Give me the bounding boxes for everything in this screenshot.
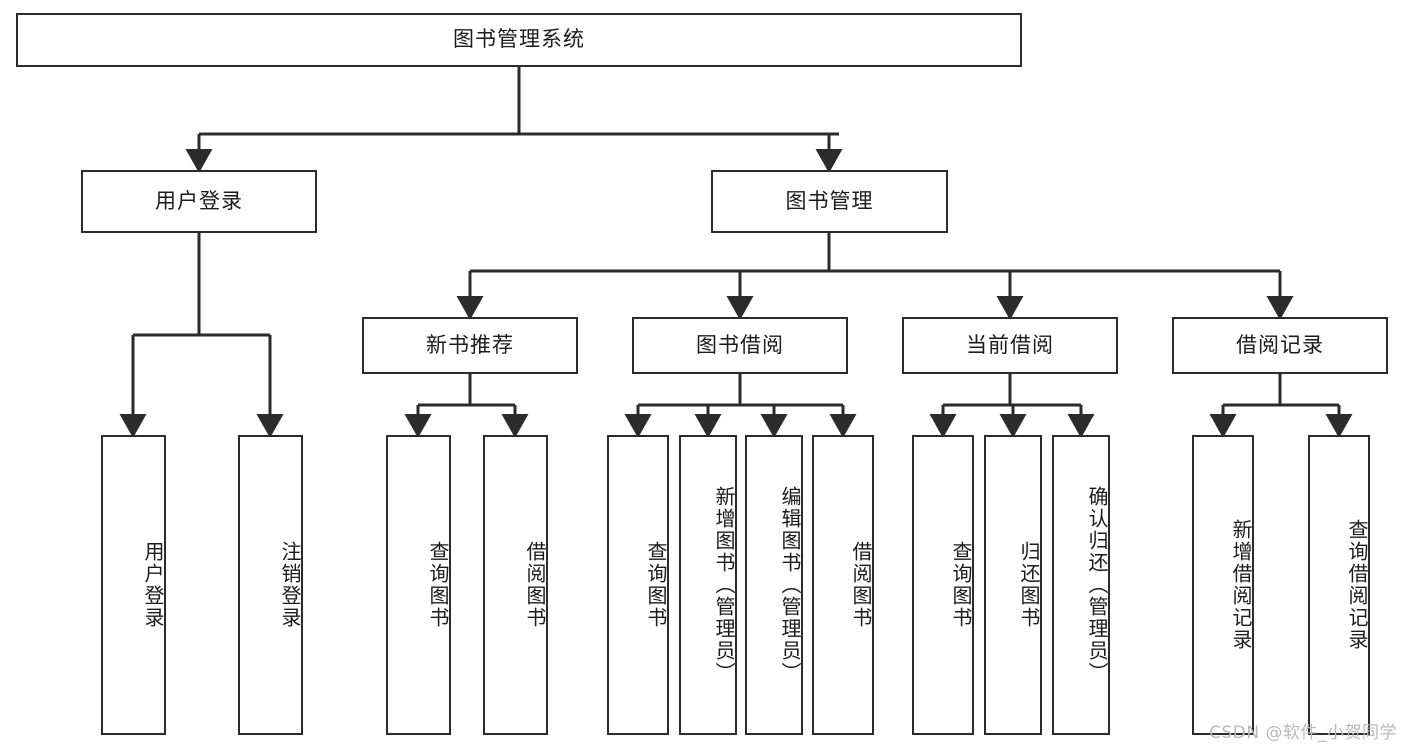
node-leaf-return-book[interactable]: 归还图书 xyxy=(984,435,1042,735)
node-user-login-label: 用户登录 xyxy=(155,188,243,213)
node-user-login[interactable]: 用户登录 xyxy=(81,170,317,233)
node-leaf-user-login[interactable]: 用户登录 xyxy=(101,435,166,735)
node-new-book-recommend[interactable]: 新书推荐 xyxy=(362,317,578,374)
node-leaf-query-record[interactable]: 查询借阅记录 xyxy=(1308,435,1370,735)
node-leaf-confirm-return[interactable]: 确认归还（管理员） xyxy=(1052,435,1110,735)
node-leaf-add-book-label: 新增图书（管理员） xyxy=(712,486,736,684)
node-current-borrow[interactable]: 当前借阅 xyxy=(902,317,1118,374)
node-borrow-record-label: 借阅记录 xyxy=(1236,332,1324,357)
node-leaf-borrow-book-1[interactable]: 借阅图书 xyxy=(483,435,548,735)
node-leaf-add-record-label: 新增借阅记录 xyxy=(1229,519,1253,651)
node-leaf-query-book-2[interactable]: 查询图书 xyxy=(607,435,669,735)
node-book-manage[interactable]: 图书管理 xyxy=(711,170,948,233)
node-leaf-borrow-book-1-label: 借阅图书 xyxy=(523,541,547,629)
node-root-label: 图书管理系统 xyxy=(453,27,585,52)
node-leaf-query-book-2-label: 查询图书 xyxy=(644,541,668,629)
node-borrow-record[interactable]: 借阅记录 xyxy=(1172,317,1388,374)
node-leaf-add-book[interactable]: 新增图书（管理员） xyxy=(679,435,737,735)
node-book-borrow-label: 图书借阅 xyxy=(696,332,784,357)
node-leaf-query-record-label: 查询借阅记录 xyxy=(1345,519,1369,651)
node-leaf-borrow-book-2[interactable]: 借阅图书 xyxy=(812,435,874,735)
node-leaf-user-login-label: 用户登录 xyxy=(141,541,165,629)
node-leaf-query-book-1[interactable]: 查询图书 xyxy=(386,435,451,735)
node-current-borrow-label: 当前借阅 xyxy=(966,332,1054,357)
node-book-manage-label: 图书管理 xyxy=(785,188,874,213)
node-leaf-user-logout[interactable]: 注销登录 xyxy=(238,435,303,735)
node-leaf-confirm-return-label: 确认归还（管理员） xyxy=(1085,486,1109,684)
csdn-watermark: CSDN @软件_小贺同学 xyxy=(1209,723,1397,743)
node-leaf-query-book-3-label: 查询图书 xyxy=(949,541,973,629)
node-leaf-edit-book-label: 编辑图书（管理员） xyxy=(778,486,802,684)
node-leaf-user-logout-label: 注销登录 xyxy=(278,541,302,629)
node-new-book-recommend-label: 新书推荐 xyxy=(426,332,514,357)
node-root[interactable]: 图书管理系统 xyxy=(16,13,1022,67)
node-leaf-borrow-book-2-label: 借阅图书 xyxy=(849,541,873,629)
node-leaf-edit-book[interactable]: 编辑图书（管理员） xyxy=(745,435,803,735)
node-leaf-return-book-label: 归还图书 xyxy=(1017,541,1041,629)
node-leaf-query-book-1-label: 查询图书 xyxy=(426,541,450,629)
node-leaf-add-record[interactable]: 新增借阅记录 xyxy=(1192,435,1254,735)
node-book-borrow[interactable]: 图书借阅 xyxy=(632,317,848,374)
node-leaf-query-book-3[interactable]: 查询图书 xyxy=(912,435,974,735)
